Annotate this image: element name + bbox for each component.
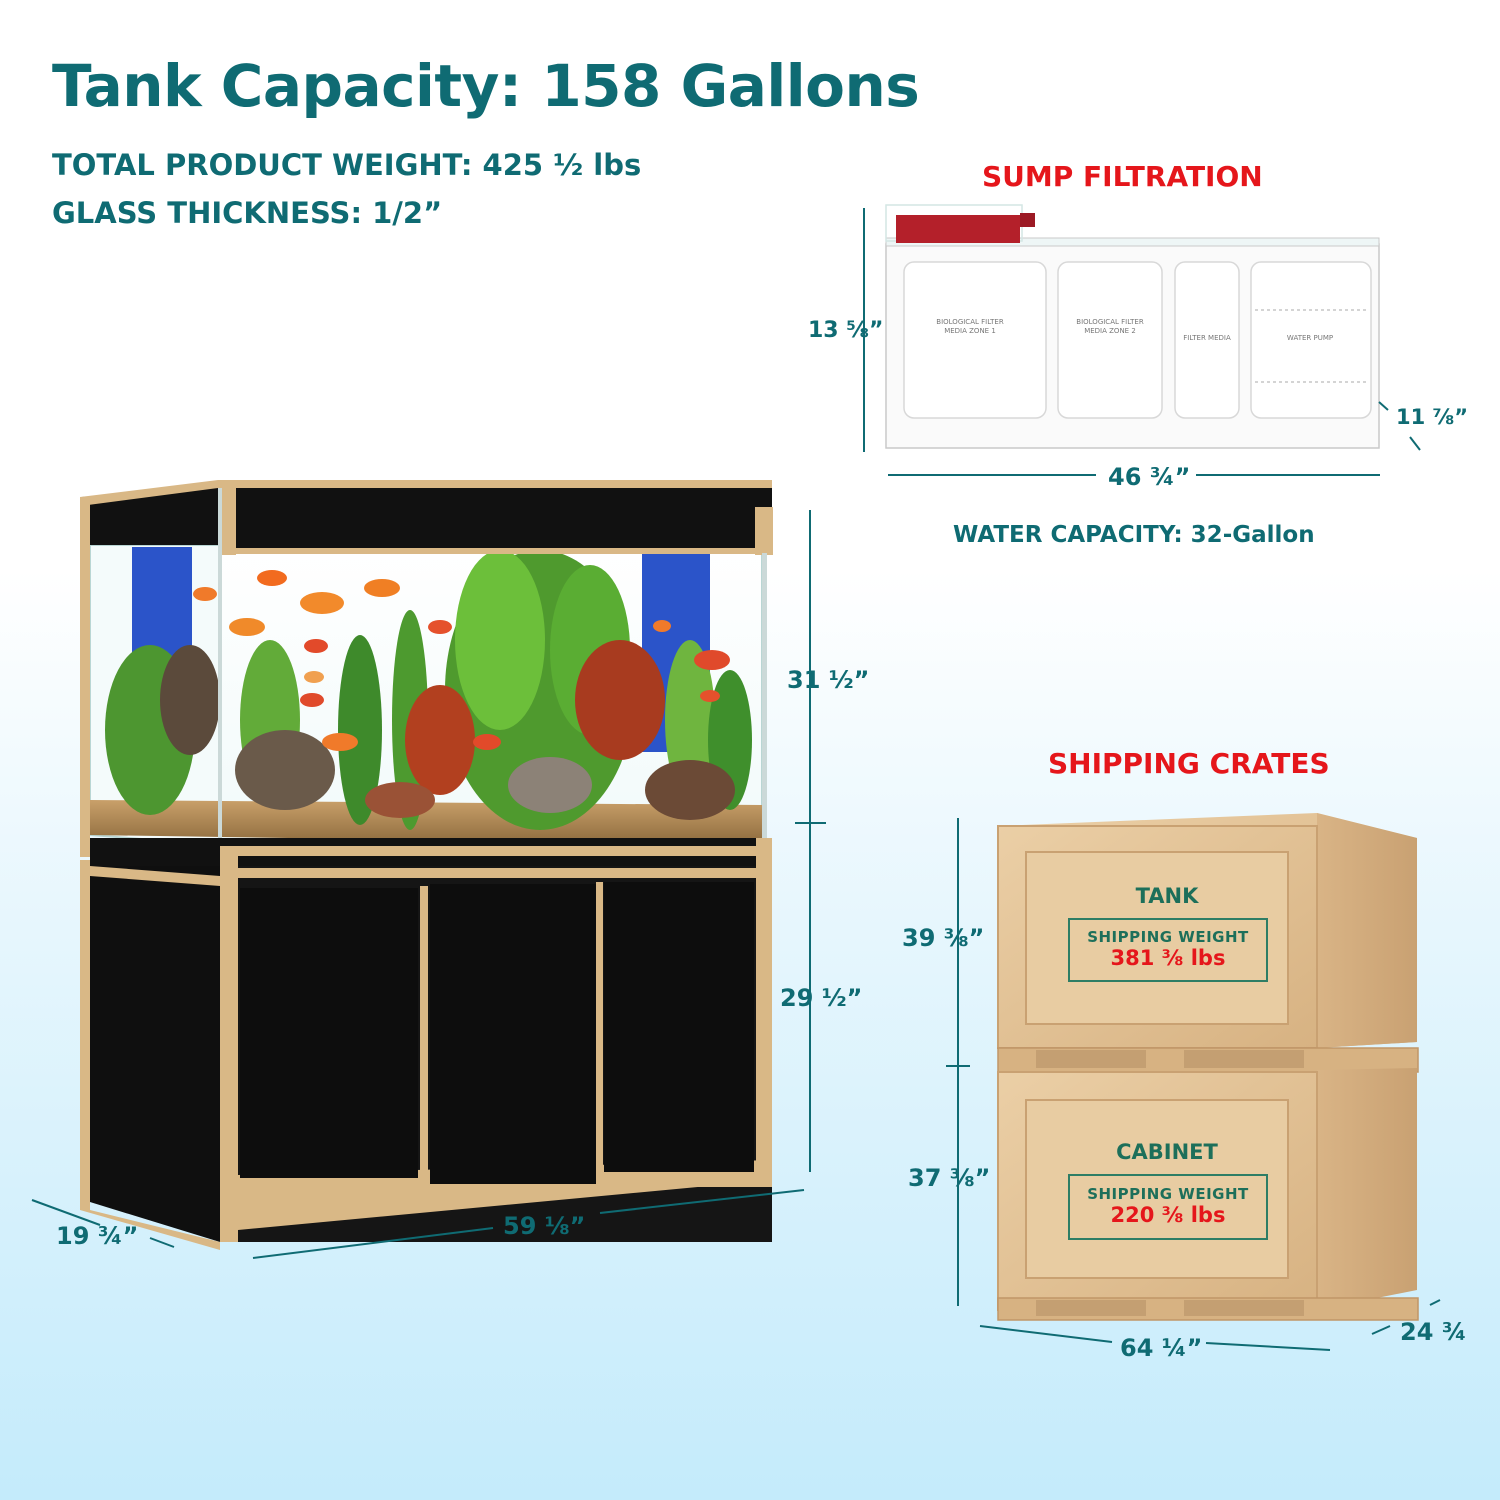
aquarium-plants [105, 550, 752, 830]
cabinet-crate-name: CABINET [1116, 1140, 1218, 1164]
aquarium-width-label: 59 ⅛” [503, 1212, 586, 1240]
water-capacity-text: WATER CAPACITY: 32-Gallon [953, 522, 1315, 548]
sump-height-label: 13 ⅝” [808, 318, 884, 343]
total-weight-text: TOTAL PRODUCT WEIGHT: 425 ½ lbs [52, 148, 642, 182]
tank-crate-weight-label: SHIPPING WEIGHT [1087, 928, 1249, 946]
chamber-label-bio-1: BIOLOGICAL FILTER MEDIA ZONE 1 [936, 318, 1004, 335]
chamber-label-water-pump: WATER PUMP [1286, 334, 1334, 342]
chamber-label-bio-2: BIOLOGICAL FILTER MEDIA ZONE 2 [1076, 318, 1144, 335]
tank-crate-height-label: 39 ⅜” [902, 924, 985, 952]
cabinet-height-label: 29 ½” [780, 984, 863, 1012]
sump-width-label: 46 ¾” [1108, 463, 1191, 491]
sump-tank [863, 204, 1380, 452]
chamber-label-filter-media: FILTER MEDIA [1183, 334, 1231, 342]
tank-crate-weight: 381 ⅜ lbs [1110, 946, 1226, 970]
cabinet [80, 838, 772, 1250]
fish-school [193, 570, 730, 751]
glass-thickness-text: GLASS THICKNESS: 1/2” [52, 196, 443, 230]
crate-dimension-lines [946, 818, 1441, 1351]
crate-depth-label: 24 ¾ [1400, 1318, 1467, 1346]
cabinet-crate-weight-box: SHIPPING WEIGHT 220 ⅜ lbs [1068, 1174, 1268, 1240]
sump-title: SUMP FILTRATION [982, 160, 1263, 193]
page-title: Tank Capacity: 158 Gallons [52, 52, 920, 120]
cabinet-crate-height-label: 37 ⅜” [908, 1164, 991, 1192]
tank-hood [80, 480, 773, 857]
sump-depth-label: 11 ⅞” [1396, 405, 1469, 429]
tank-height-label: 31 ½” [787, 666, 870, 694]
aquarium-rocks [160, 645, 735, 820]
cabinet-crate-weight: 220 ⅜ lbs [1110, 1203, 1226, 1227]
aquarium-dimension-lines [31, 510, 826, 1259]
crates-title: SHIPPING CRATES [1048, 747, 1330, 780]
sump-dimension-lines [888, 401, 1421, 476]
tank-crate-name: TANK [1135, 884, 1199, 908]
crate-width-label: 64 ¼” [1120, 1334, 1203, 1362]
tank-crate-weight-box: SHIPPING WEIGHT 381 ⅜ lbs [1068, 918, 1268, 982]
crate-stack [997, 813, 1419, 1321]
cabinet-crate-weight-label: SHIPPING WEIGHT [1087, 1185, 1249, 1203]
aquarium-depth-label: 19 ¾” [56, 1222, 139, 1250]
